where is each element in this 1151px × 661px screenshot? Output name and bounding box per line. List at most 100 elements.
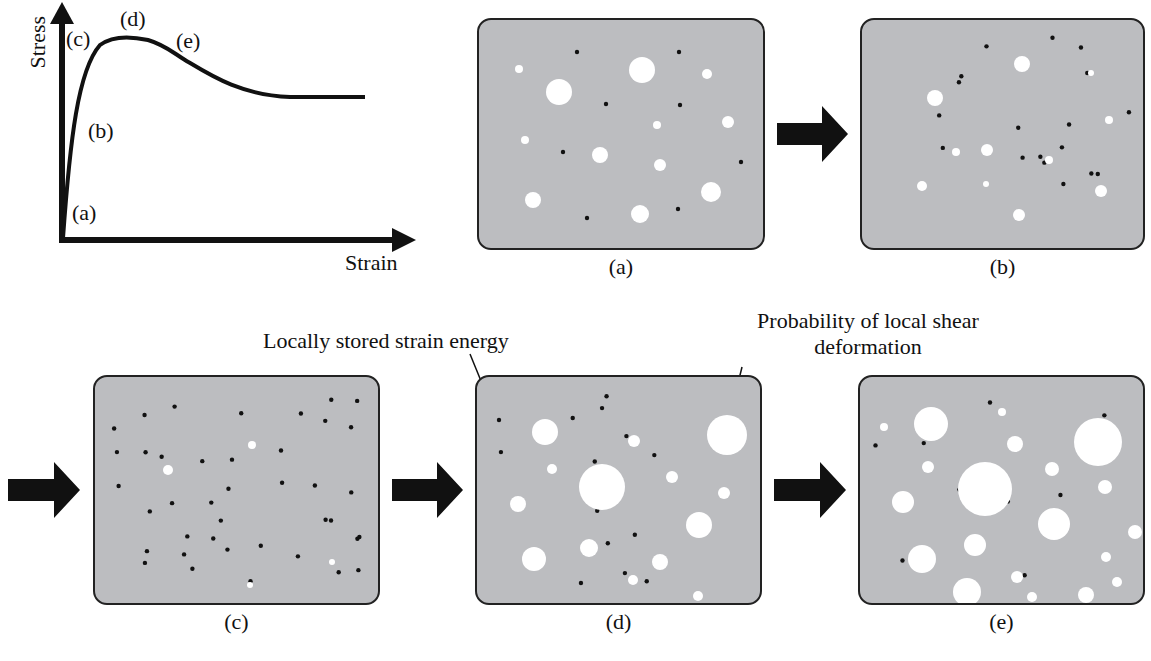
strain-energy-dot (280, 481, 284, 485)
strain-energy-dot (623, 571, 627, 575)
strain-energy-dot (922, 441, 926, 445)
strain-energy-dot (561, 150, 565, 154)
microstructure (479, 20, 763, 248)
strain-energy-dot (143, 450, 147, 454)
strain-energy-dot (585, 216, 589, 220)
shear-probability-circle (964, 534, 986, 556)
shear-probability-circle (631, 205, 649, 223)
material-panel: (d) (475, 375, 762, 605)
strain-energy-dot (170, 501, 174, 505)
shear-probability-circle (547, 464, 557, 474)
strain-energy-dot (329, 518, 333, 522)
strain-energy-dot (604, 394, 608, 398)
strain-energy-dot (988, 400, 992, 404)
shear-probability-circle (546, 79, 572, 105)
shear-probability-circle (522, 547, 546, 571)
shear-probability-circle (515, 65, 523, 73)
strain-energy-dot (355, 399, 359, 403)
strain-energy-dot (145, 549, 149, 553)
strain-energy-dot (1061, 182, 1065, 186)
strain-energy-dot (112, 426, 116, 430)
shear-probability-circle (892, 491, 914, 513)
shear-probability-circle (1101, 552, 1111, 562)
shear-probability-circle (329, 559, 335, 565)
shear-probability-circle (958, 462, 1012, 516)
microstructure (95, 377, 378, 603)
shear-probability-circle (1128, 525, 1142, 539)
shear-probability-circle (1098, 480, 1112, 494)
strain-energy-dot (185, 534, 189, 538)
shear-probability-circle (629, 57, 655, 83)
strain-energy-dot (645, 579, 649, 583)
strain-energy-dot (148, 509, 152, 513)
shear-probability-circle (1027, 592, 1037, 602)
strain-energy-dot (142, 413, 146, 417)
strain-energy-dot (739, 160, 743, 164)
axis-title: Strain (345, 250, 398, 276)
strain-energy-dot (329, 398, 333, 402)
panel-caption: (a) (479, 254, 763, 280)
shear-probability-circle (1045, 156, 1053, 164)
strain-energy-dot (941, 146, 945, 150)
panel-caption: (b) (862, 254, 1143, 280)
block-arrow (392, 462, 463, 518)
strain-energy-dot (226, 487, 230, 491)
strain-energy-dot (1127, 110, 1131, 114)
shear-probability-circle (722, 116, 734, 128)
strain-energy-dot (1022, 573, 1026, 577)
shear-probability-circle (510, 496, 526, 512)
shear-probability-circle (1038, 508, 1070, 540)
strain-energy-dot (1060, 145, 1064, 149)
shear-probability-circle (998, 408, 1006, 416)
shear-probability-circle (1112, 577, 1122, 587)
shear-probability-circle (718, 487, 730, 499)
strain-energy-dot (957, 80, 961, 84)
strain-energy-dot (604, 102, 608, 106)
block-arrow (777, 106, 848, 162)
curve-point-label: (d) (120, 6, 146, 32)
x-axis-head (392, 228, 416, 252)
strain-energy-dot (225, 547, 229, 551)
strain-energy-dot (143, 561, 147, 565)
curve-point-label: (a) (72, 200, 96, 226)
y-axis-head (50, 2, 74, 24)
shear-probability-circle (1095, 185, 1107, 197)
shear-probability-circle (922, 461, 934, 473)
shear-probability-circle (666, 471, 678, 483)
strain-energy-dot (652, 453, 656, 457)
material-panel: (e) (858, 375, 1145, 605)
strain-energy-dot (239, 411, 243, 415)
strain-energy-dot (497, 418, 501, 422)
strain-energy-dot (600, 406, 604, 410)
shear-probability-circle (1013, 209, 1025, 221)
shear-probability-circle (247, 582, 253, 588)
strain-energy-dot (900, 558, 904, 562)
strain-energy-dot (357, 535, 361, 539)
material-panel: (a) (477, 18, 765, 250)
shear-probability-circle (917, 181, 927, 191)
shear-probability-circle (953, 578, 981, 603)
stress-strain-curve (63, 37, 365, 238)
strain-energy-dot (959, 74, 963, 78)
strain-energy-dot (676, 207, 680, 211)
shear-probability-circle (521, 136, 529, 144)
shear-probability-circle (1088, 70, 1094, 76)
shear-probability-circle (1074, 418, 1122, 466)
shear-probability-circle (686, 512, 712, 538)
microstructure (477, 377, 760, 603)
microstructure (860, 377, 1143, 603)
shear-probability-circle (981, 144, 993, 156)
strain-energy-dot (606, 541, 610, 545)
shear-probability-circle (702, 69, 712, 79)
strain-energy-dot (499, 450, 503, 454)
shear-probability-circle (927, 90, 943, 106)
x-axis (59, 237, 395, 243)
strain-energy-dot (323, 518, 327, 522)
strain-energy-dot (313, 483, 317, 487)
strain-energy-dot (984, 44, 988, 48)
curve-point-label: (e) (176, 28, 200, 54)
shear-probability-circle (592, 147, 608, 163)
material-panel: (c) (93, 375, 380, 605)
strain-energy-dot (159, 455, 163, 459)
shear-probability-circle (1105, 116, 1113, 124)
